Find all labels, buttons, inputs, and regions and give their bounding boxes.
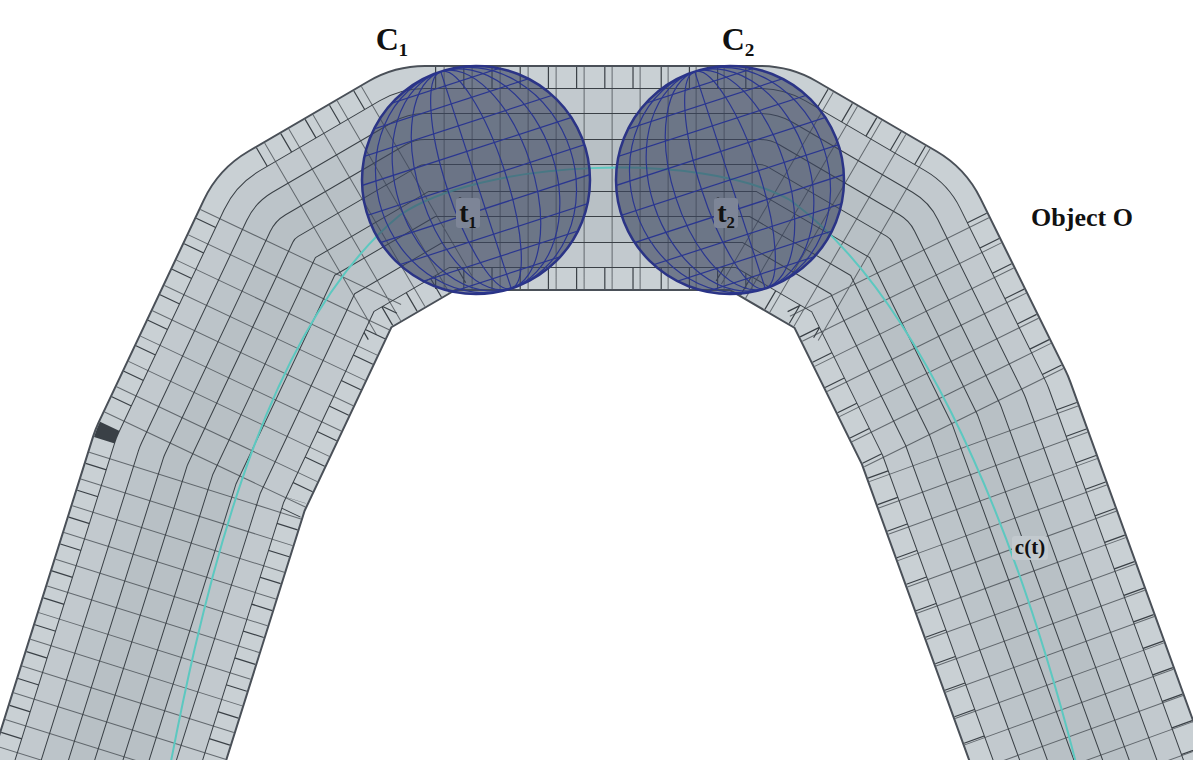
part-label: C₂ xyxy=(722,22,755,57)
tube-mesh-line xyxy=(90,178,1110,760)
tube-mesh-line xyxy=(90,178,1110,760)
tube-surface xyxy=(90,178,1110,760)
tube-cross-mesh xyxy=(90,178,1110,760)
tube-outline xyxy=(90,178,1110,760)
tube-surface xyxy=(90,178,1110,760)
tube-surface xyxy=(90,178,1110,760)
tube-mesh-line xyxy=(90,178,1110,760)
part-label: t₂ xyxy=(714,198,738,229)
sphere-c1 xyxy=(327,34,626,325)
part-label: C₁ xyxy=(376,22,409,57)
object-label: c(t) xyxy=(1012,536,1048,559)
centerline-curve xyxy=(160,168,1090,760)
sphere-c2 xyxy=(581,34,880,325)
tube-mesh-line xyxy=(90,178,1110,760)
tube-cross-mesh xyxy=(90,178,1110,760)
tube-surface xyxy=(90,178,1110,760)
part-label: t₁ xyxy=(456,198,480,229)
object-label: Object O xyxy=(1031,204,1133,233)
tube xyxy=(90,168,1110,760)
tube-surface xyxy=(90,178,1110,760)
